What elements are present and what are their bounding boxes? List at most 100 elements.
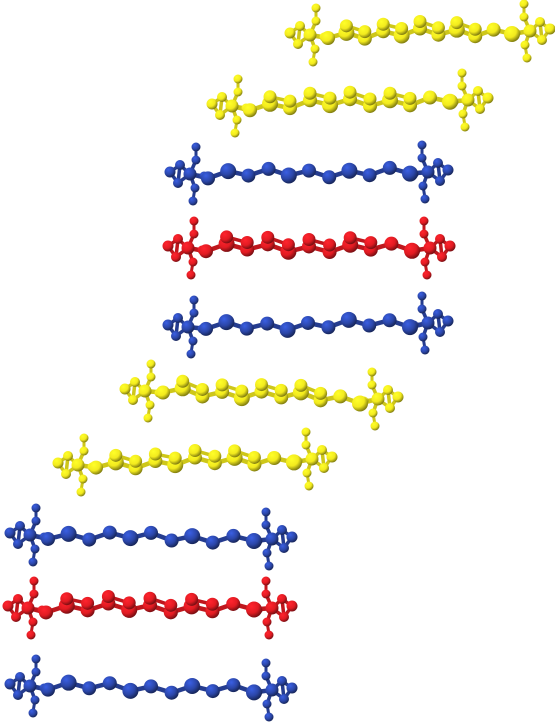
atom	[280, 167, 297, 184]
atom	[303, 86, 317, 100]
atom	[102, 525, 117, 540]
atom	[181, 320, 195, 334]
atom	[188, 336, 198, 346]
atom	[265, 683, 279, 697]
atom	[262, 617, 272, 627]
atom	[433, 309, 443, 319]
atom	[233, 87, 243, 97]
atom	[284, 27, 296, 39]
atom	[310, 44, 320, 54]
atom	[246, 533, 262, 550]
atom	[461, 93, 475, 107]
atom	[189, 216, 199, 226]
atom	[402, 319, 418, 336]
atom	[173, 178, 183, 188]
atom	[395, 22, 409, 36]
atom	[384, 236, 399, 251]
atom	[383, 86, 397, 100]
atom	[421, 316, 435, 330]
atom	[283, 94, 297, 108]
atom	[31, 654, 41, 664]
atom	[82, 681, 97, 696]
atom	[437, 252, 447, 262]
atom	[382, 160, 397, 175]
atom	[458, 109, 468, 119]
atom	[304, 481, 314, 491]
atom	[267, 451, 282, 466]
atom	[382, 313, 397, 328]
atom	[188, 196, 198, 206]
atom	[79, 446, 89, 456]
atom	[215, 378, 229, 392]
atom	[171, 252, 181, 262]
atom	[420, 257, 430, 267]
molecule-1-yellow	[284, 0, 555, 67]
atom	[13, 594, 23, 604]
atom	[130, 377, 140, 387]
atom	[352, 395, 368, 412]
atom	[504, 26, 520, 42]
atom	[226, 678, 241, 693]
atom	[138, 384, 152, 398]
atom	[145, 400, 155, 410]
atom	[31, 516, 41, 526]
atom	[367, 367, 377, 377]
atom	[422, 270, 432, 280]
atom	[457, 81, 467, 91]
atom	[205, 597, 219, 611]
atom	[262, 699, 272, 709]
atom	[235, 384, 249, 398]
atom	[60, 592, 74, 606]
atom	[30, 695, 40, 705]
atom	[279, 694, 289, 704]
atom	[262, 548, 272, 558]
atom	[293, 39, 303, 49]
atom	[243, 103, 257, 118]
atom	[28, 617, 38, 627]
atom	[82, 532, 97, 547]
atom	[156, 385, 170, 400]
molecule-10-blue	[4, 654, 298, 722]
atom	[301, 427, 311, 437]
atom	[260, 316, 275, 331]
atom	[143, 591, 157, 605]
molecule-9-red	[2, 576, 298, 640]
atom	[420, 345, 430, 355]
atom	[122, 596, 136, 610]
atom	[376, 17, 390, 31]
atom	[143, 413, 153, 423]
atom	[363, 92, 377, 106]
atom	[519, 12, 529, 22]
atom	[246, 684, 262, 701]
atom	[417, 304, 427, 314]
atom	[28, 708, 38, 718]
atom	[13, 539, 23, 549]
atom	[442, 315, 454, 327]
atom	[519, 0, 529, 9]
atom	[188, 257, 198, 267]
atom	[321, 31, 335, 45]
atom	[544, 23, 555, 35]
atom	[217, 92, 227, 102]
atom	[364, 236, 378, 250]
atom	[322, 170, 337, 185]
atom	[144, 679, 158, 694]
atom	[21, 601, 35, 615]
atom	[162, 240, 174, 252]
atom	[186, 349, 196, 359]
atom	[418, 332, 428, 342]
atom	[385, 403, 395, 413]
atom	[11, 612, 21, 622]
atom	[52, 457, 64, 469]
molecule-7-yellow	[52, 427, 338, 497]
atom	[183, 167, 197, 181]
atom	[311, 16, 321, 26]
atom	[31, 503, 41, 513]
atom	[314, 386, 328, 400]
atom	[109, 448, 123, 462]
atom	[265, 532, 279, 546]
atom	[294, 378, 308, 392]
molecule-4-red	[162, 216, 456, 280]
atom	[205, 684, 220, 699]
atom	[205, 535, 220, 550]
